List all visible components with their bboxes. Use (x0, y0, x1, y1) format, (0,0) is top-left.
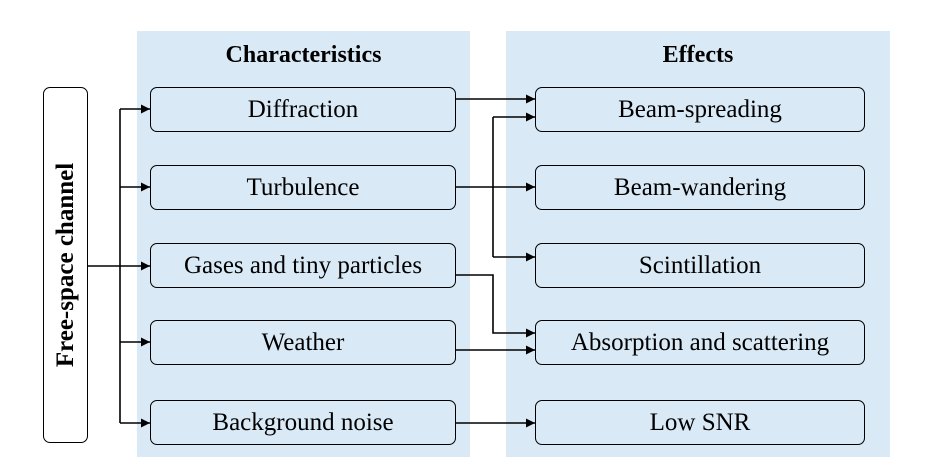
effects-title: Effects (662, 42, 734, 68)
characteristic-turbulence: Turbulence (150, 165, 456, 210)
arrow-gases-absorption (456, 274, 535, 338)
characteristics-title: Characteristics (225, 42, 382, 68)
characteristic-gases-particles: Gases and tiny particles (150, 243, 456, 288)
effect-scintillation: Scintillation (535, 243, 865, 288)
characteristic-weather: Weather (150, 320, 456, 365)
characteristic-background-noise: Background noise (150, 400, 456, 445)
characteristic-diffraction: Diffraction (150, 87, 456, 132)
effect-beam-wandering: Beam-wandering (535, 165, 865, 210)
free-space-channel-box: Free-space channel (43, 87, 88, 443)
effect-low-snr: Low SNR (535, 400, 865, 445)
effect-beam-spreading: Beam-spreading (535, 87, 865, 132)
effect-absorption-scattering: Absorption and scattering (535, 320, 865, 365)
